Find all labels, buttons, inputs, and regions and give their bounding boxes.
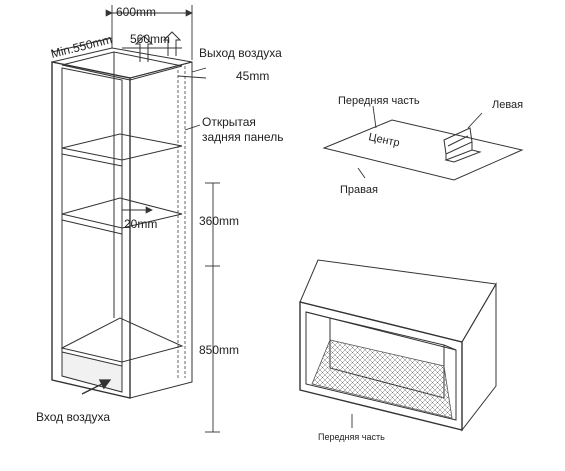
label-600mm: 600mm [116,5,156,19]
floor-plane [322,119,524,181]
air-outlet-arrow-2 [162,31,182,56]
oven-mesh-floor [311,339,453,419]
orientation-diagram [322,105,524,181]
air-inlet-arrow [81,379,112,395]
oven-top [299,259,497,343]
label-center: Центр [367,131,400,149]
label-air-outlet: Выход воздуха [199,46,282,60]
cabinet-right-side [129,61,193,399]
oven-right-side [461,282,497,432]
label-open-back-1: Открытая [202,115,256,129]
cabinet-dimensions [51,5,220,433]
middle-shelf [61,197,183,229]
tall-cabinet [51,31,193,399]
label-560mm: 560mm [130,32,170,46]
label-oven-front: Передняя часть [318,432,385,442]
label-front: Передняя часть [338,95,420,107]
label-min-550mm: Min.550mm [49,32,113,61]
label-850mm: 850mm [199,343,239,357]
label-air-inlet: Вход воздуха [36,410,110,424]
label-open-back-2: задняя панель [202,130,283,144]
upper-shelf [61,133,183,161]
bottom-panel [60,317,184,363]
air-outlet-arrow-1 [134,35,154,62]
label-left: Левая [492,99,523,111]
label-right: Правая [340,184,378,196]
label-360mm: 360mm [199,214,239,228]
label-20mm: 20mm [124,217,157,231]
label-45mm: 45mm [236,69,269,83]
oven-box [299,259,497,432]
